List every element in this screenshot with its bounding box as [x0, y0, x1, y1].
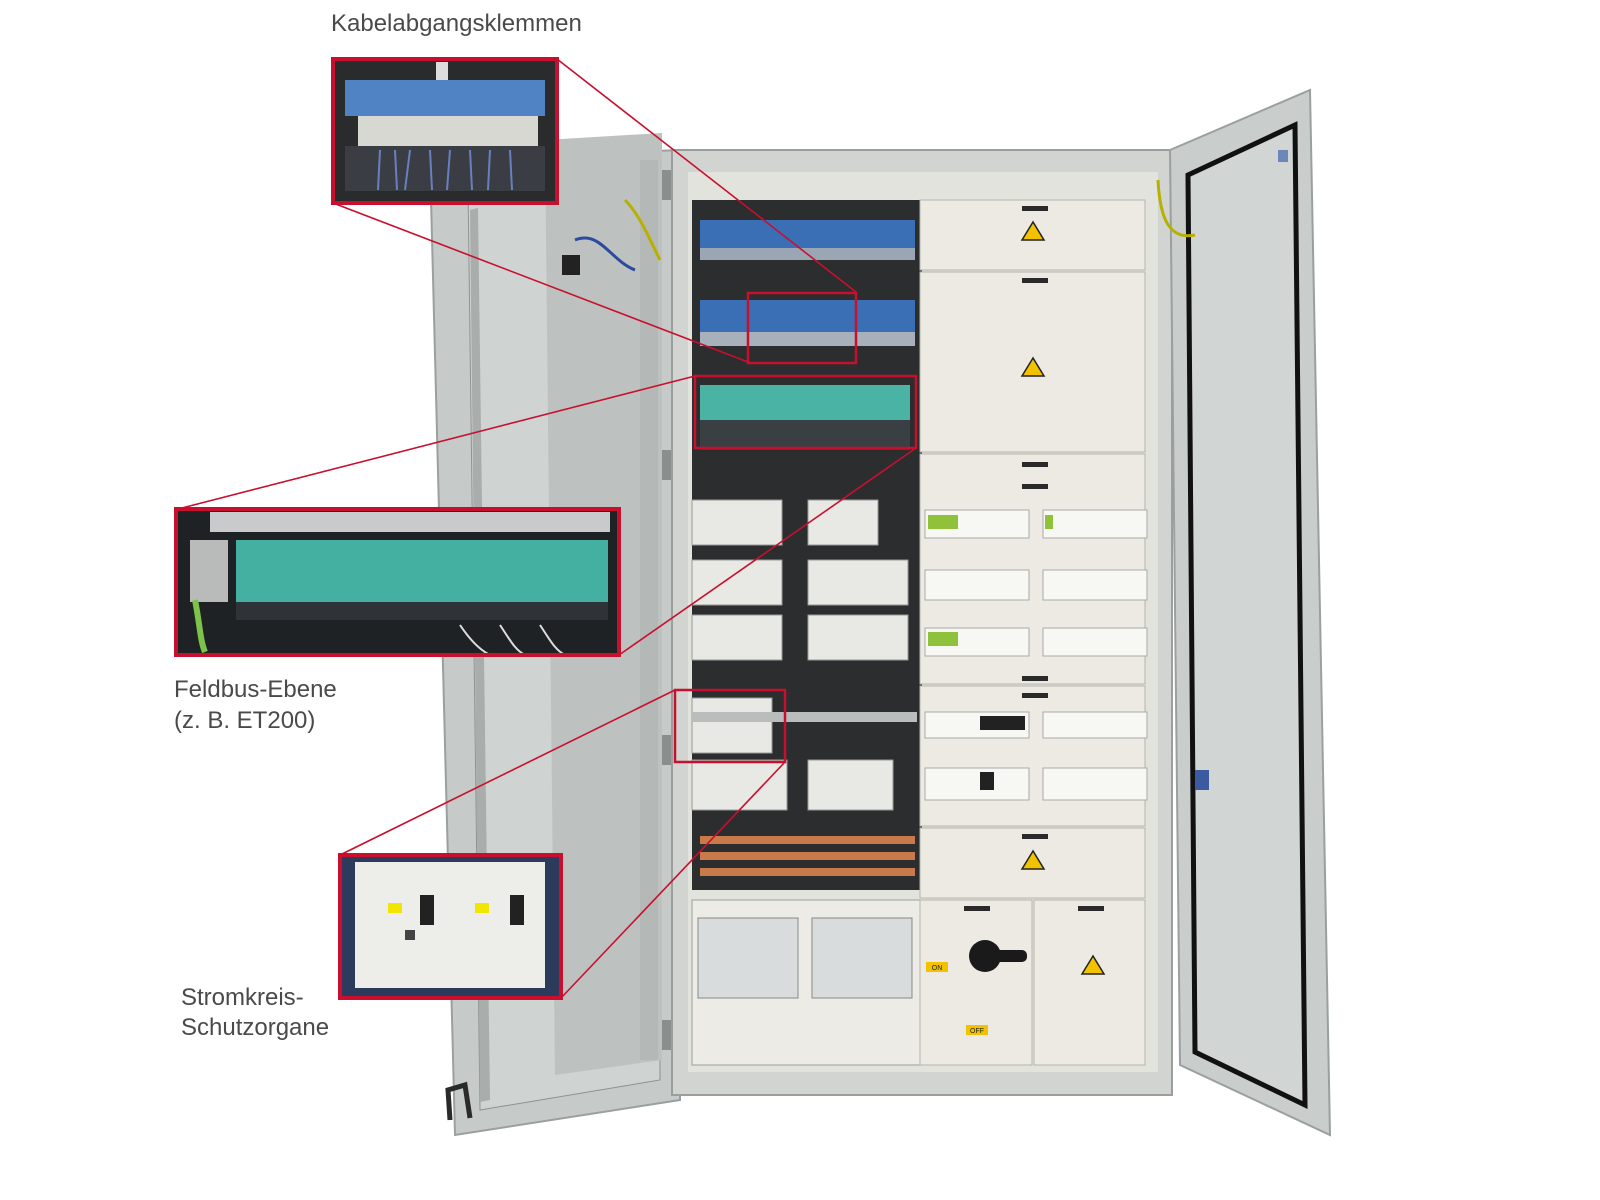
switch-off-label: OFF	[970, 1028, 984, 1035]
highlight-terminals	[746, 291, 858, 365]
door-seal	[445, 1081, 473, 1121]
copper-busbars	[700, 836, 915, 876]
door-cable	[562, 198, 662, 275]
main-switch: ON OFF	[926, 940, 1027, 1035]
label-kabelabgangsklemmen: Kabelabgangsklemmen	[331, 10, 582, 37]
right-door	[1156, 88, 1332, 1137]
label-schutzorgane: Schutzorgane	[181, 1014, 330, 1041]
panel-handles	[964, 206, 1104, 911]
highlight-breakers	[673, 688, 787, 764]
right-panels	[919, 199, 1148, 1066]
callout-lines	[177, 58, 917, 999]
label-et200: (z. B. ET200)	[174, 707, 316, 734]
highlight-et200	[693, 374, 918, 450]
breaker-rows	[691, 499, 917, 811]
callout-breakers-image	[338, 853, 563, 1000]
switch-on-label: ON	[932, 965, 943, 972]
fuse-disconnectors	[691, 899, 921, 1066]
warning-icon	[1020, 220, 1106, 975]
terminal-row-top	[700, 220, 915, 346]
callout-terminals-image	[331, 57, 559, 205]
label-feldbus-ebene: Feldbus-Ebene	[174, 676, 337, 703]
label-stromkreis: Stromkreis-	[181, 984, 304, 1011]
callout-et200-image	[174, 507, 621, 657]
door-hinge-icon	[662, 170, 672, 1050]
et200-row	[700, 385, 910, 450]
